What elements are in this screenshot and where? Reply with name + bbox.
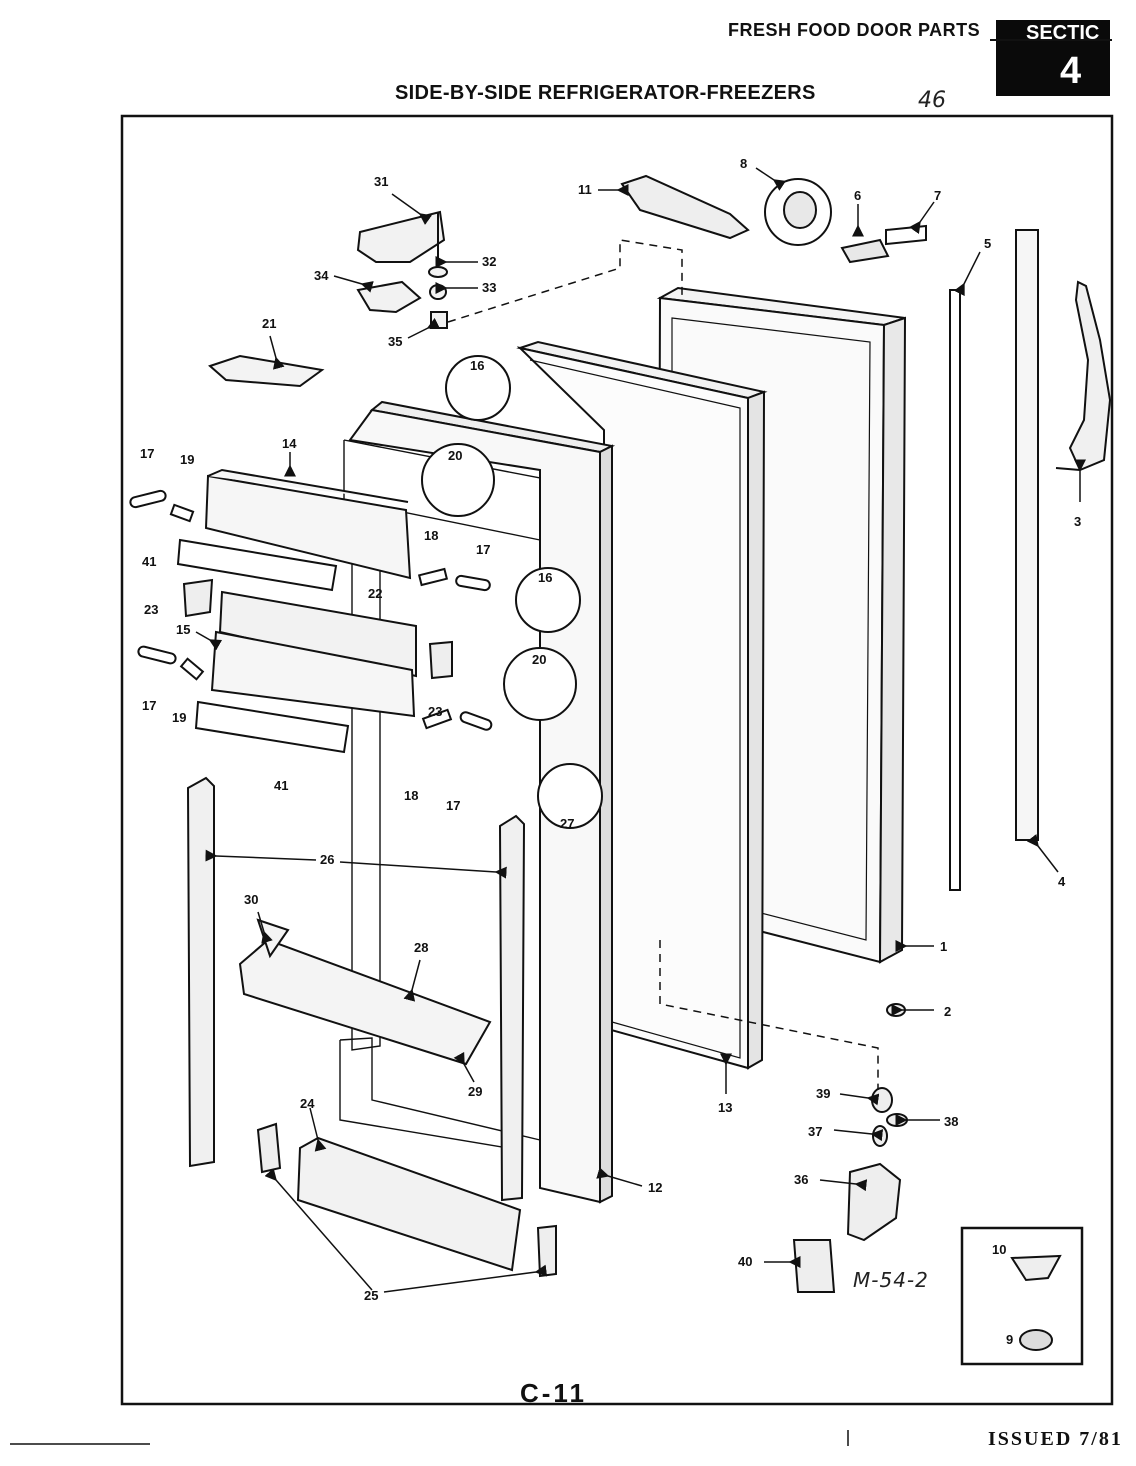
label-part-31: 31	[374, 174, 388, 189]
label-part-5: 5	[984, 236, 991, 251]
pins-and-springs	[129, 489, 493, 731]
label-part-20b: 20	[532, 652, 546, 667]
label-part-12: 12	[648, 1180, 662, 1195]
label-part-30: 30	[244, 892, 258, 907]
label-part-17c: 17	[142, 698, 156, 713]
label-part-39: 39	[816, 1086, 830, 1101]
door-handle	[1055, 280, 1112, 472]
label-part-32: 32	[482, 254, 496, 269]
shelf-upper	[218, 590, 417, 678]
dairy-door-upper	[204, 468, 412, 580]
spacer-strip-lower	[194, 700, 350, 754]
label-part-13: 13	[718, 1100, 732, 1115]
label-part-17b: 17	[476, 542, 490, 557]
leader-arrows	[195, 167, 1086, 1293]
label-part-35: 35	[388, 334, 402, 349]
label-part-34: 34	[314, 268, 329, 283]
label-part-8: 8	[740, 156, 747, 171]
label-part-14: 14	[282, 436, 297, 451]
label-part-7: 7	[934, 188, 941, 203]
label-part-25: 25	[364, 1288, 378, 1303]
label-part-40: 40	[738, 1254, 752, 1269]
inset-box	[960, 1226, 1084, 1366]
spacer-strip-upper	[176, 538, 338, 592]
label-part-24: 24	[300, 1096, 315, 1111]
label-part-36: 36	[794, 1172, 808, 1187]
label-part-29: 29	[468, 1084, 482, 1099]
diagram-frame	[120, 114, 1114, 1406]
label-part-16a: 16	[470, 358, 484, 373]
issued-date: ISSUED 7/81	[988, 1428, 1123, 1450]
handwritten-page-number: 46	[918, 88, 946, 113]
label-part-19b: 19	[172, 710, 186, 725]
detail-circles	[421, 355, 603, 829]
shelf-rail-right	[498, 814, 526, 1202]
label-part-2: 2	[944, 1004, 951, 1019]
clip-right	[536, 1224, 557, 1278]
top-hinge	[356, 210, 448, 329]
guide-lines	[447, 239, 879, 1090]
drawing-number: C-11	[520, 1378, 587, 1408]
handwritten-model-number: M-54-2	[853, 1268, 929, 1292]
section-number: 4	[1060, 50, 1082, 92]
label-part-21: 21	[262, 316, 276, 331]
bottle-shelf	[238, 918, 492, 1066]
label-part-41b: 41	[274, 778, 288, 793]
gasket-strip	[949, 289, 961, 891]
door-gasket	[516, 340, 768, 1070]
dairy-lid	[208, 354, 325, 388]
label-part-9: 9	[1006, 1332, 1013, 1347]
label-part-17a: 17	[140, 446, 154, 461]
label-part-10: 10	[992, 1242, 1006, 1257]
section-badge: SECTIC 4	[996, 20, 1110, 96]
section-label: SECTIC	[1026, 22, 1100, 44]
label-part-28: 28	[414, 940, 428, 955]
label-part-27: 27	[560, 816, 574, 831]
label-part-1: 1	[940, 939, 947, 954]
hinge-clips	[182, 578, 453, 680]
label-part-26: 26	[320, 852, 334, 867]
label-part-18a: 18	[424, 528, 438, 543]
label-part-6: 6	[854, 188, 861, 203]
shelf-rail-left	[186, 776, 215, 1168]
label-part-19a: 19	[180, 452, 194, 467]
bottom-hinge	[792, 1003, 908, 1293]
label-part-11: 11	[578, 182, 592, 197]
label-part-3: 3	[1074, 514, 1081, 529]
label-part-15: 15	[176, 622, 190, 637]
label-part-18b: 18	[404, 788, 418, 803]
label-part-22: 22	[368, 586, 382, 601]
section-title: FRESH FOOD DOOR PARTS	[728, 20, 981, 40]
door-cam	[764, 178, 927, 264]
label-part-20a: 20	[448, 448, 462, 463]
lower-rail	[296, 1136, 522, 1272]
label-part-37: 37	[808, 1124, 822, 1139]
clip-left	[256, 1122, 282, 1174]
door-trim-strip	[1015, 229, 1039, 841]
product-title: SIDE-BY-SIDE REFRIGERATOR-FREEZERS	[395, 82, 816, 104]
label-part-33: 33	[482, 280, 496, 295]
label-part-16b: 16	[538, 570, 552, 585]
label-part-23b: 23	[428, 704, 442, 719]
label-part-23a: 23	[144, 602, 158, 617]
label-part-41a: 41	[142, 554, 156, 569]
hinge-bracket	[620, 174, 750, 240]
dairy-door-lower	[210, 630, 416, 718]
label-part-4: 4	[1058, 874, 1066, 889]
label-part-38: 38	[944, 1114, 958, 1129]
part-number-labels: 1 2 3 4 5 6 7 8 9 10 11 12 13 14 15 16 1…	[140, 156, 1081, 1347]
label-part-17d: 17	[446, 798, 460, 813]
